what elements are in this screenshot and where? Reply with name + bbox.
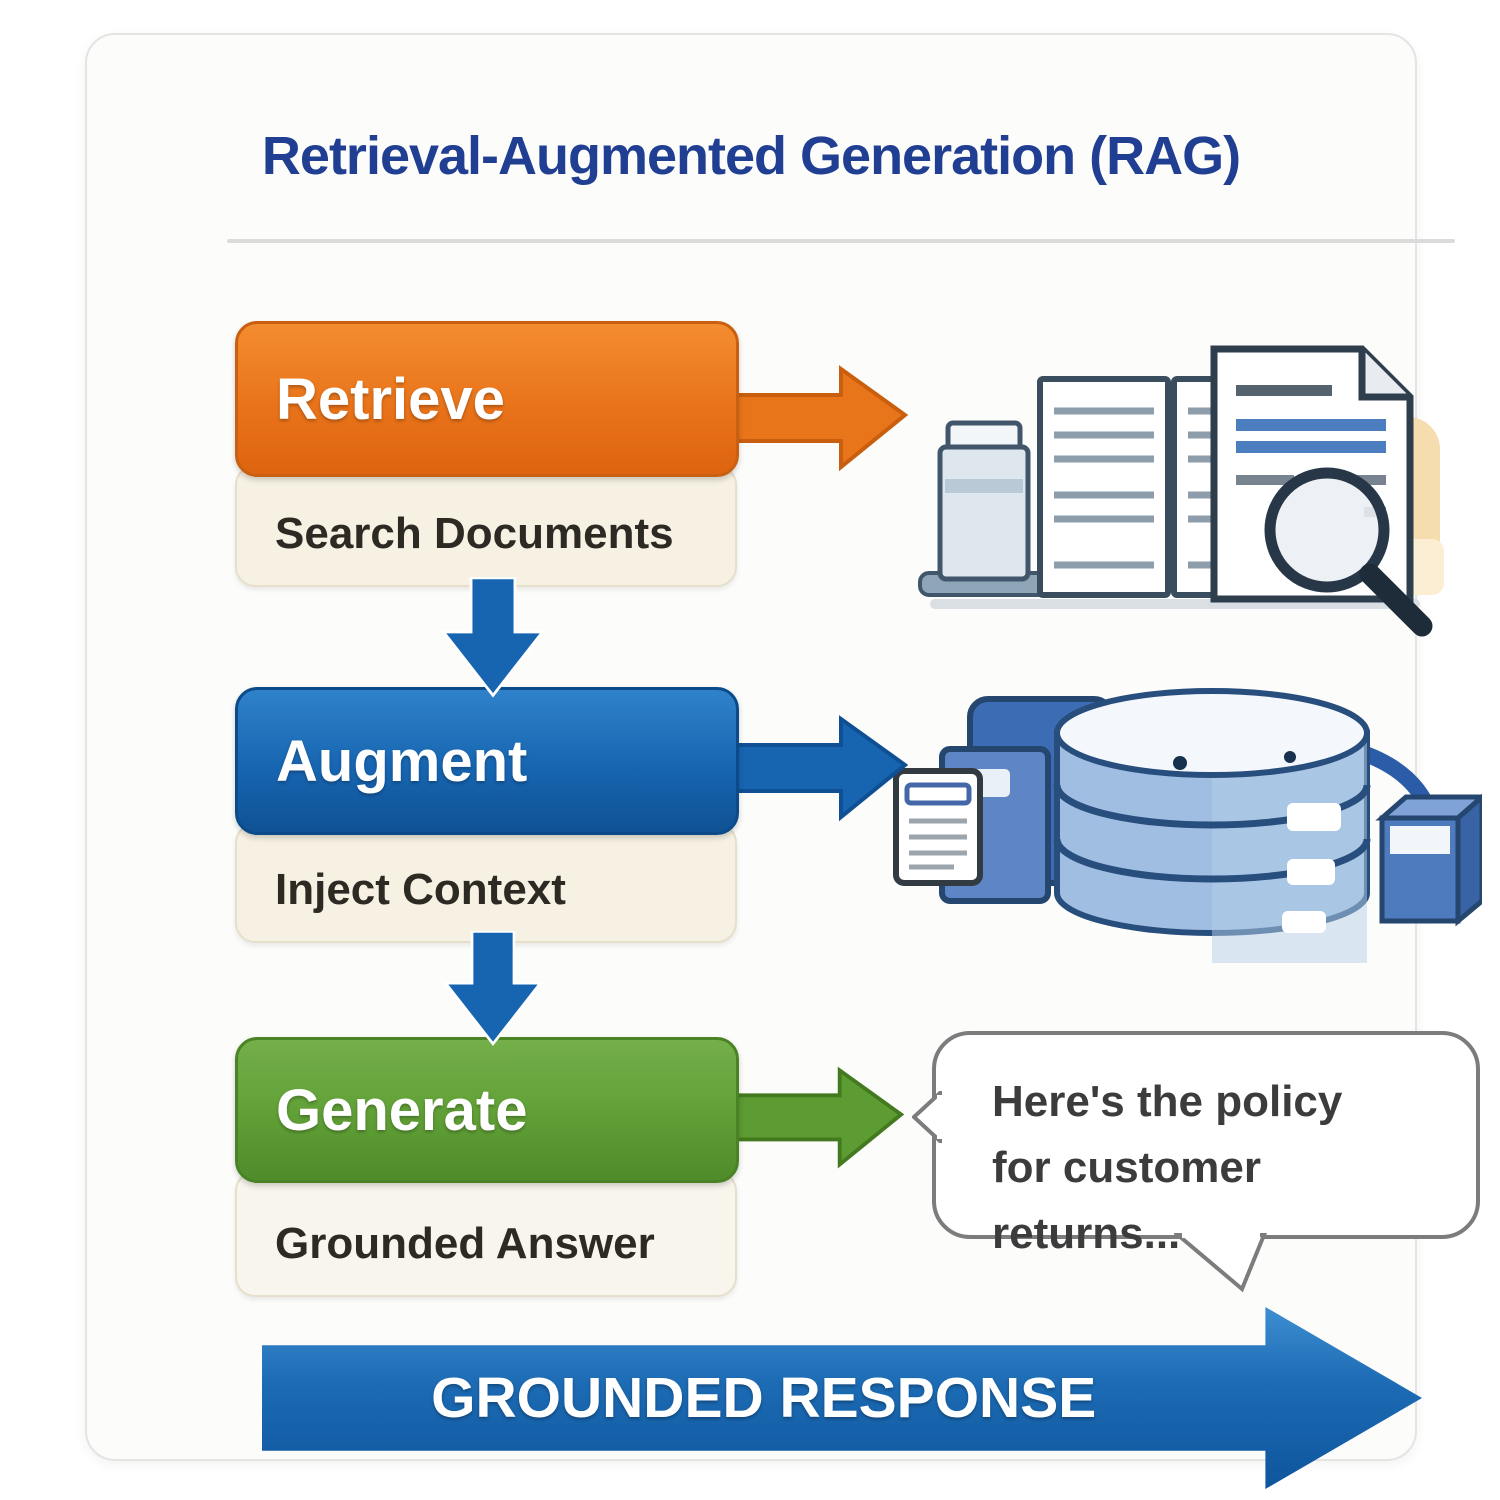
retrieve-step-box: Retrieve xyxy=(235,321,739,477)
flow-down-arrow-icon xyxy=(442,931,544,1046)
documents-search-illustration xyxy=(918,345,1444,637)
speech-bubble-line2: for customer returns... xyxy=(992,1143,1261,1258)
speech-bubble-pointer xyxy=(912,1091,942,1143)
generate-step-box: Generate xyxy=(235,1037,739,1183)
grounded-response-arrow: GROUNDED RESPONSE xyxy=(262,1307,1422,1489)
generate-substep-label: Grounded Answer xyxy=(275,1219,655,1268)
speech-bubble: Here's the policy for customer returns..… xyxy=(912,1031,1480,1293)
speech-bubble-tail xyxy=(1174,1231,1267,1293)
augment-step-box: Augment xyxy=(235,687,739,835)
retrieve-arrow-icon xyxy=(733,365,908,472)
grounded-response-label: GROUNDED RESPONSE xyxy=(431,1366,1097,1430)
speech-bubble-text: Here's the policy for customer returns..… xyxy=(936,1035,1476,1267)
augment-arrow-icon xyxy=(733,715,908,822)
generate-arrow-icon xyxy=(735,1066,905,1169)
retrieve-substep-label: Search Documents xyxy=(275,509,674,558)
diagram-title: Retrieval-Augmented Generation (RAG) xyxy=(261,126,1241,186)
title-divider xyxy=(227,239,1455,243)
augment-substep-label: Inject Context xyxy=(275,865,566,914)
generate-step-label: Generate xyxy=(276,1077,528,1143)
retrieve-step-label: Retrieve xyxy=(276,366,505,432)
flow-down-arrow-icon xyxy=(440,577,546,698)
augment-substep-box: Inject Context xyxy=(235,823,737,943)
generate-substep-box: Grounded Answer xyxy=(235,1171,737,1297)
database-illustration xyxy=(893,688,1482,963)
retrieve-substep-box: Search Documents xyxy=(235,465,737,587)
rag-card: Retrieval-Augmented Generation (RAG) Ret… xyxy=(85,33,1482,1489)
augment-step-label: Augment xyxy=(276,728,528,794)
speech-bubble-line1: Here's the policy xyxy=(992,1077,1343,1126)
